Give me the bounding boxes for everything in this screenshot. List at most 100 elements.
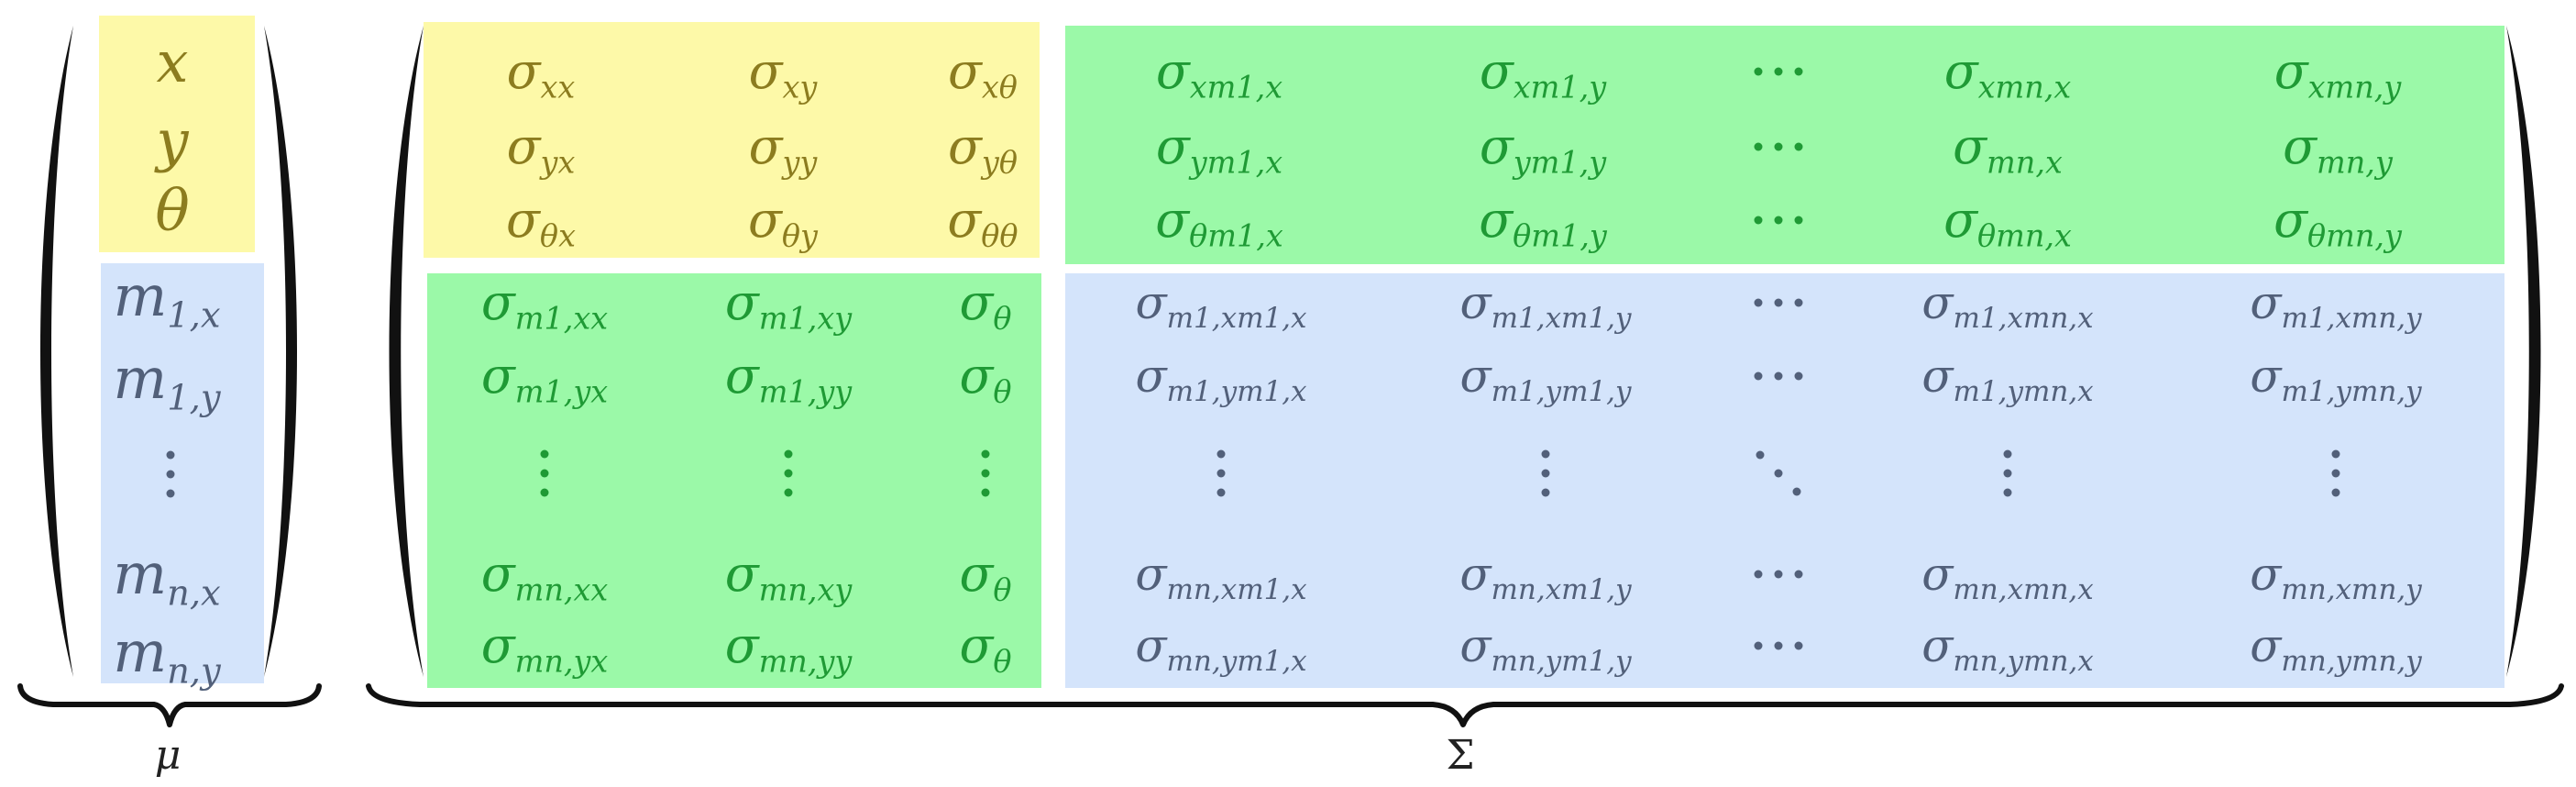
entry-base: σ — [1921, 548, 1954, 601]
entry-subscript: ym1,x — [1189, 144, 1283, 181]
entry-base: σ — [1921, 276, 1954, 329]
entry-base: m — [113, 345, 168, 412]
mu-entry: θ — [155, 183, 189, 239]
matrix-entry: σxmn,y — [2274, 47, 2402, 103]
horizontal-ellipsis-icon — [1751, 297, 1806, 308]
entry-base: σ — [947, 191, 982, 249]
entry-base: σ — [724, 347, 759, 405]
matrix-entry: σyθ — [948, 122, 1018, 178]
horizontal-ellipsis-icon — [1751, 640, 1806, 651]
entry-subscript: n,x — [167, 572, 221, 615]
matrix-entry: σθ — [959, 278, 1011, 334]
matrix-entry: σθy — [748, 195, 818, 251]
entry-base: σ — [1459, 619, 1492, 672]
entry-subscript: θx — [539, 217, 576, 254]
entry-base: σ — [1135, 548, 1167, 601]
entry-base: σ — [748, 42, 783, 100]
entry-subscript: m1,ym1,x — [1166, 374, 1307, 408]
entry-base: y — [156, 107, 189, 174]
entry-subscript: 1,x — [167, 294, 221, 337]
entry-base: σ — [1479, 117, 1514, 175]
matrix-entry: σθm1,x — [1155, 195, 1283, 251]
entry-base: σ — [948, 42, 982, 100]
entry-base: σ — [1921, 349, 1954, 403]
entry-base: σ — [506, 191, 540, 249]
matrix-entry: σθx — [506, 195, 576, 251]
entry-subscript: mn,x — [1987, 144, 2063, 181]
matrix-entry: σmn,ymn,y — [2250, 623, 2422, 675]
entry-subscript: m1,yx — [514, 373, 609, 410]
matrix-entry: σθθ — [947, 195, 1018, 251]
entry-base: m — [113, 262, 168, 329]
entry-subscript: yy — [782, 144, 818, 181]
entry-base: σ — [1943, 42, 1978, 100]
entry-subscript: θθ — [981, 217, 1018, 254]
matrix-entry: σxm1,y — [1480, 47, 1606, 103]
mu-label: μ — [154, 732, 182, 779]
entry-subscript: m1,xmn,x — [1953, 301, 2094, 335]
entry-subscript: θ — [993, 373, 1012, 410]
matrix-entry: σm1,xx — [481, 278, 608, 334]
vertical-ellipsis-icon — [164, 449, 177, 500]
matrix-entry: σmn,ymn,x — [1921, 623, 2094, 675]
entry-base: σ — [1459, 276, 1492, 329]
entry-subscript: xθ — [981, 69, 1018, 105]
entry-base: σ — [2283, 117, 2317, 175]
matrix-entry: σm1,ymn,y — [2250, 353, 2421, 405]
entry-subscript: n,y — [167, 650, 221, 693]
entry-subscript: m1,xm1,x — [1166, 301, 1307, 335]
horizontal-ellipsis-icon — [1751, 215, 1806, 226]
entry-subscript: mn,xm1,y — [1491, 572, 1632, 606]
matrix-entry: σθmn,y — [2273, 195, 2402, 251]
entry-base: σ — [2273, 42, 2308, 100]
matrix-entry: σmn,xm1,y — [1459, 551, 1631, 604]
matrix-entry: σxθ — [948, 47, 1018, 103]
vertical-ellipsis-icon — [979, 448, 992, 499]
matrix-entry: σyx — [507, 122, 576, 178]
entry-base: σ — [506, 117, 541, 175]
entry-base: σ — [1921, 619, 1954, 672]
entry-subscript: mn,xx — [514, 571, 609, 608]
entry-subscript: m1,xm1,y — [1491, 301, 1632, 335]
entry-subscript: m1,ym1,y — [1491, 374, 1632, 408]
entry-base: σ — [480, 545, 515, 603]
entry-base: m — [113, 540, 168, 607]
diagonal-ellipsis-icon — [1753, 448, 1804, 499]
entry-subscript: xy — [782, 69, 818, 105]
mu-entry: mn,y — [113, 624, 220, 690]
entry-base: σ — [480, 347, 515, 405]
matrix-entry: σθ — [959, 621, 1011, 677]
entry-subscript: m1,xmn,y — [2281, 301, 2422, 335]
entry-subscript: θm1,y — [1513, 217, 1607, 254]
entry-base: θ — [155, 177, 190, 244]
entry-base: σ — [959, 347, 994, 405]
entry-subscript: yθ — [981, 144, 1018, 181]
vertical-ellipsis-icon — [782, 448, 795, 499]
matrix-entry: σm1,xy — [725, 278, 852, 334]
matrix-entry: σθ — [959, 351, 1011, 407]
matrix-entry: σm1,ym1,y — [1459, 353, 1631, 405]
entry-subscript: θmn,y — [2306, 217, 2402, 254]
horizontal-ellipsis-icon — [1751, 141, 1806, 152]
entry-subscript: m1,ymn,y — [2281, 374, 2422, 408]
sigma-left-paren — [383, 20, 427, 682]
matrix-entry: σm1,xmn,x — [1921, 280, 2093, 332]
sigma-underbrace — [365, 682, 2565, 728]
entry-subscript: θmn,x — [1976, 217, 2072, 254]
entry-subscript: xm1,x — [1189, 69, 1283, 105]
matrix-entry: σmn,ym1,x — [1135, 623, 1306, 675]
mu-entry: m1,y — [113, 350, 220, 416]
entry-base: σ — [724, 545, 759, 603]
entry-subscript: θm1,x — [1189, 217, 1283, 254]
entry-subscript: θ — [993, 571, 1012, 608]
sigma-label: Σ — [1446, 732, 1475, 779]
entry-subscript: mn,xmn,x — [1953, 572, 2094, 606]
entry-base: σ — [1155, 191, 1190, 249]
entry-base: σ — [1943, 191, 1977, 249]
entry-base: σ — [1155, 42, 1190, 100]
matrix-entry: σm1,xm1,x — [1135, 280, 1306, 332]
entry-base: σ — [1155, 117, 1190, 175]
entry-subscript: mn,xm1,x — [1166, 572, 1307, 606]
entry-base: σ — [724, 273, 759, 331]
matrix-entry: σmn,ym1,y — [1459, 623, 1631, 675]
